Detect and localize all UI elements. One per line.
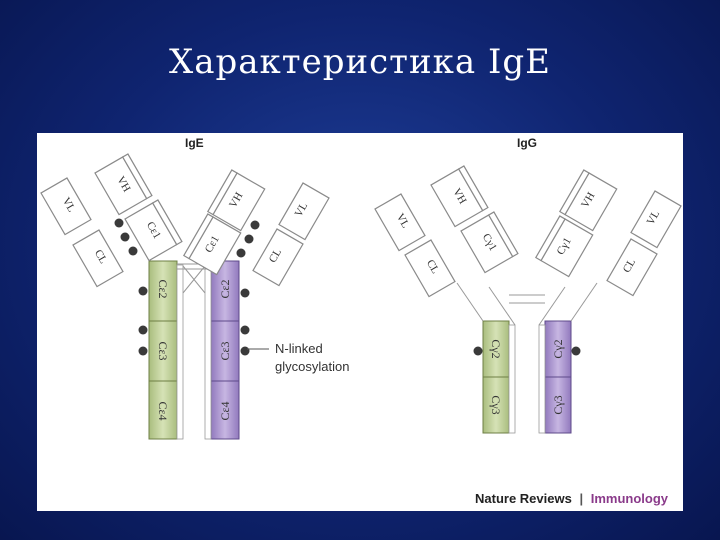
ige-ce2-right-label: Cε2 xyxy=(218,279,232,298)
glycan-dot xyxy=(236,248,246,258)
igg-cg2-right-label: Cγ2 xyxy=(551,339,565,358)
slide-title: Характеристика IgE xyxy=(169,42,551,82)
credit-journal: Nature Reviews xyxy=(475,491,572,506)
ige-heavy-chain-right xyxy=(204,260,240,440)
glycan-dot xyxy=(240,288,250,298)
igg-cg2-left-label: Cγ2 xyxy=(489,339,503,358)
credit-separator: | xyxy=(579,491,583,506)
ige-ce4-right-label: Cε4 xyxy=(218,401,232,420)
credit-section: Immunology xyxy=(591,491,669,506)
glycan-dot xyxy=(120,232,130,242)
igg-heavy-chain-right xyxy=(538,320,572,434)
glycan-dot xyxy=(138,325,148,335)
antibody-figure: IgE Cε2 Cε3 Cε4 Cε2 Cε3 Cε4 VH Cε1 xyxy=(37,133,683,511)
glycan-dot xyxy=(244,234,254,244)
ige-fab-right: VH Cε1 VL CL xyxy=(182,169,330,287)
glycan-dot xyxy=(250,220,260,230)
igg-header: IgG xyxy=(517,136,537,150)
antibody-diagram: IgE Cε2 Cε3 Cε4 Cε2 Cε3 Cε4 VH Cε1 xyxy=(40,136,682,506)
ige-header: IgE xyxy=(185,136,204,150)
igg-cg3-left-label: Cγ3 xyxy=(489,395,503,414)
ige-fab-left: VH Cε1 VL CL xyxy=(40,153,183,288)
glycan-dot xyxy=(473,346,483,356)
ige-glycan-dots xyxy=(114,218,260,356)
igg-fab-left: VH Cγ1 VL CL xyxy=(374,165,519,298)
glycan-dot xyxy=(138,286,148,296)
glycan-dot xyxy=(571,346,581,356)
ige-ce3-right-label: Cε3 xyxy=(218,341,232,360)
credit-line: Nature Reviews | Immunology xyxy=(475,491,669,506)
glycan-dot xyxy=(240,346,250,356)
ige-heavy-chain-left xyxy=(148,260,184,440)
igg-hinge xyxy=(456,282,598,326)
glycan-dot xyxy=(138,346,148,356)
glycan-dot xyxy=(240,325,250,335)
igg-cg3-right-label: Cγ3 xyxy=(551,395,565,414)
ige-ce4-left-label: Cε4 xyxy=(156,401,170,420)
igg-heavy-chain-left xyxy=(482,320,516,434)
glycan-dot xyxy=(128,246,138,256)
ige-ce3-left-label: Cε3 xyxy=(156,341,170,360)
ige-ce2-left-label: Cε2 xyxy=(156,279,170,298)
annotation-line1: N-linked xyxy=(275,341,323,356)
igg-fab-right: VH Cγ1 VL CL xyxy=(534,169,682,297)
annotation-line2: glycosylation xyxy=(275,359,349,374)
glycan-dot xyxy=(114,218,124,228)
igg-glycan-dots xyxy=(473,346,581,356)
